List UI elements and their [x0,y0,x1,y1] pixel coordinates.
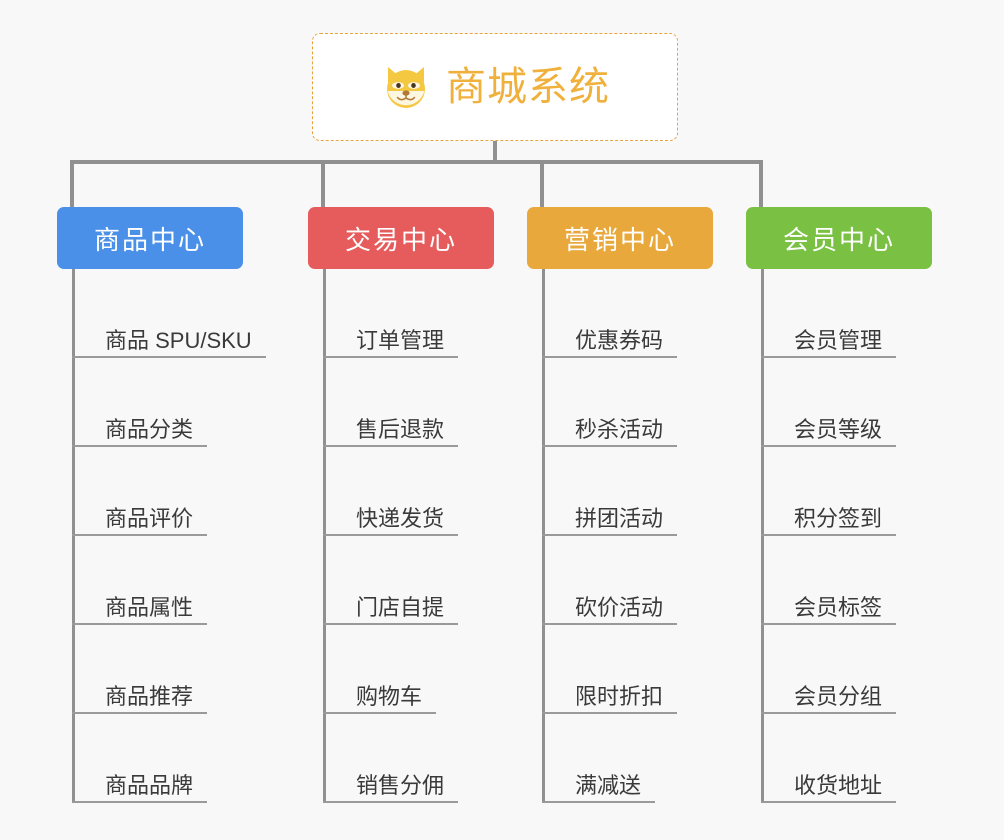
leaf-item-label: 拼团活动 [575,506,664,531]
leaf-item-label: 砍价活动 [575,595,664,620]
category-header-1[interactable]: 商品中心 [57,207,243,269]
leaf-item-underline [72,801,207,803]
leaf-item-label: 会员管理 [794,328,883,353]
leaf-item[interactable]: 商品评价 [57,447,243,536]
leaf-item[interactable]: 收货地址 [746,714,932,803]
leaf-item[interactable]: 销售分佣 [308,714,494,803]
leaf-item[interactable]: 拼团活动 [527,447,713,536]
leaf-item-label: 商品属性 [105,595,194,620]
leaf-item[interactable]: 秒杀活动 [527,358,713,447]
leaf-item-label: 收货地址 [794,773,883,798]
leaf-item-underline [542,623,677,625]
category-drop-2 [540,162,544,207]
leaf-item[interactable]: 商品推荐 [57,625,243,714]
leaf-item[interactable]: 会员管理 [746,269,932,358]
leaf-list-2: 订单管理售后退款快递发货门店自提购物车销售分佣 [308,269,494,803]
leaf-item-underline [542,356,677,358]
leaf-item-underline [323,445,458,447]
leaf-item-underline [72,623,207,625]
leaf-item[interactable]: 砍价活动 [527,536,713,625]
leaf-item-underline [72,356,266,358]
leaf-item-underline [72,712,207,714]
category-header-3[interactable]: 营销中心 [527,207,713,269]
leaf-list-3: 优惠券码秒杀活动拼团活动砍价活动限时折扣满减送 [527,269,713,803]
leaf-spine-4 [761,269,764,803]
leaf-item-underline [323,801,458,803]
leaf-item-underline [542,801,655,803]
leaf-item[interactable]: 满减送 [527,714,713,803]
leaf-item[interactable]: 商品属性 [57,536,243,625]
leaf-item-label: 会员等级 [794,417,883,442]
dog-face-icon [380,61,432,113]
leaf-item-label: 门店自提 [356,595,445,620]
leaf-item-underline [72,445,207,447]
leaf-item-label: 售后退款 [356,417,445,442]
leaf-item-underline [761,712,896,714]
leaf-item-label: 商品推荐 [105,684,194,709]
leaf-item-label: 满减送 [575,773,642,798]
leaf-item-label: 优惠券码 [575,328,664,353]
category-column-3: 营销中心优惠券码秒杀活动拼团活动砍价活动限时折扣满减送 [527,207,713,803]
leaf-item-underline [542,712,677,714]
root-node[interactable]: 商城系统 [312,33,678,141]
leaf-item-label: 快递发货 [356,506,445,531]
leaf-item-underline [72,534,207,536]
leaf-list-1: 商品 SPU/SKU 商品分类商品评价商品属性商品推荐商品品牌 [57,269,266,803]
leaf-item[interactable]: 优惠券码 [527,269,713,358]
leaf-item[interactable]: 售后退款 [308,358,494,447]
leaf-item-underline [542,445,677,447]
leaf-item[interactable]: 会员等级 [746,358,932,447]
leaf-item[interactable]: 会员标签 [746,536,932,625]
leaf-item-underline [761,356,896,358]
category-drop-1 [321,162,325,207]
leaf-item-label: 商品品牌 [105,773,194,798]
leaf-item-label: 商品分类 [105,417,194,442]
category-drop-3 [759,162,763,207]
leaf-item-underline [761,801,896,803]
leaf-item-label: 秒杀活动 [575,417,664,442]
leaf-item[interactable]: 商品品牌 [57,714,243,803]
leaf-item-underline [761,534,896,536]
leaf-item[interactable]: 门店自提 [308,536,494,625]
leaf-list-4: 会员管理会员等级积分签到会员标签会员分组收货地址 [746,269,932,803]
leaf-item-label: 销售分佣 [356,773,445,798]
leaf-item-underline [761,623,896,625]
leaf-item-label: 购物车 [356,684,423,709]
root-stem [493,141,497,164]
leaf-item-label: 会员分组 [794,684,883,709]
leaf-item-label: 订单管理 [356,328,445,353]
leaf-item[interactable]: 订单管理 [308,269,494,358]
category-header-4[interactable]: 会员中心 [746,207,932,269]
leaf-item[interactable]: 购物车 [308,625,494,714]
leaf-item-underline [323,712,436,714]
leaf-item-label: 商品 SPU/SKU [105,328,252,353]
leaf-item-underline [542,534,677,536]
leaf-spine-1 [72,269,75,803]
leaf-item[interactable]: 积分签到 [746,447,932,536]
category-column-2: 交易中心订单管理售后退款快递发货门店自提购物车销售分佣 [308,207,494,803]
leaf-item[interactable]: 限时折扣 [527,625,713,714]
leaf-item-underline [761,445,896,447]
leaf-item[interactable]: 商品分类 [57,358,243,447]
category-bus [70,160,763,164]
leaf-item-label: 限时折扣 [575,684,664,709]
leaf-spine-3 [542,269,545,803]
leaf-item[interactable]: 会员分组 [746,625,932,714]
root-title: 商城系统 [446,65,610,109]
leaf-item-label: 积分签到 [794,506,883,531]
leaf-item[interactable]: 商品 SPU/SKU [57,269,266,358]
leaf-item[interactable]: 快递发货 [308,447,494,536]
category-drop-0 [70,162,74,207]
category-column-4: 会员中心会员管理会员等级积分签到会员标签会员分组收货地址 [746,207,932,803]
leaf-item-label: 商品评价 [105,506,194,531]
leaf-item-underline [323,623,458,625]
leaf-item-underline [323,356,458,358]
leaf-item-label: 会员标签 [794,595,883,620]
category-header-2[interactable]: 交易中心 [308,207,494,269]
category-column-1: 商品中心商品 SPU/SKU 商品分类商品评价商品属性商品推荐商品品牌 [57,207,266,803]
leaf-item-underline [323,534,458,536]
leaf-spine-2 [323,269,326,803]
